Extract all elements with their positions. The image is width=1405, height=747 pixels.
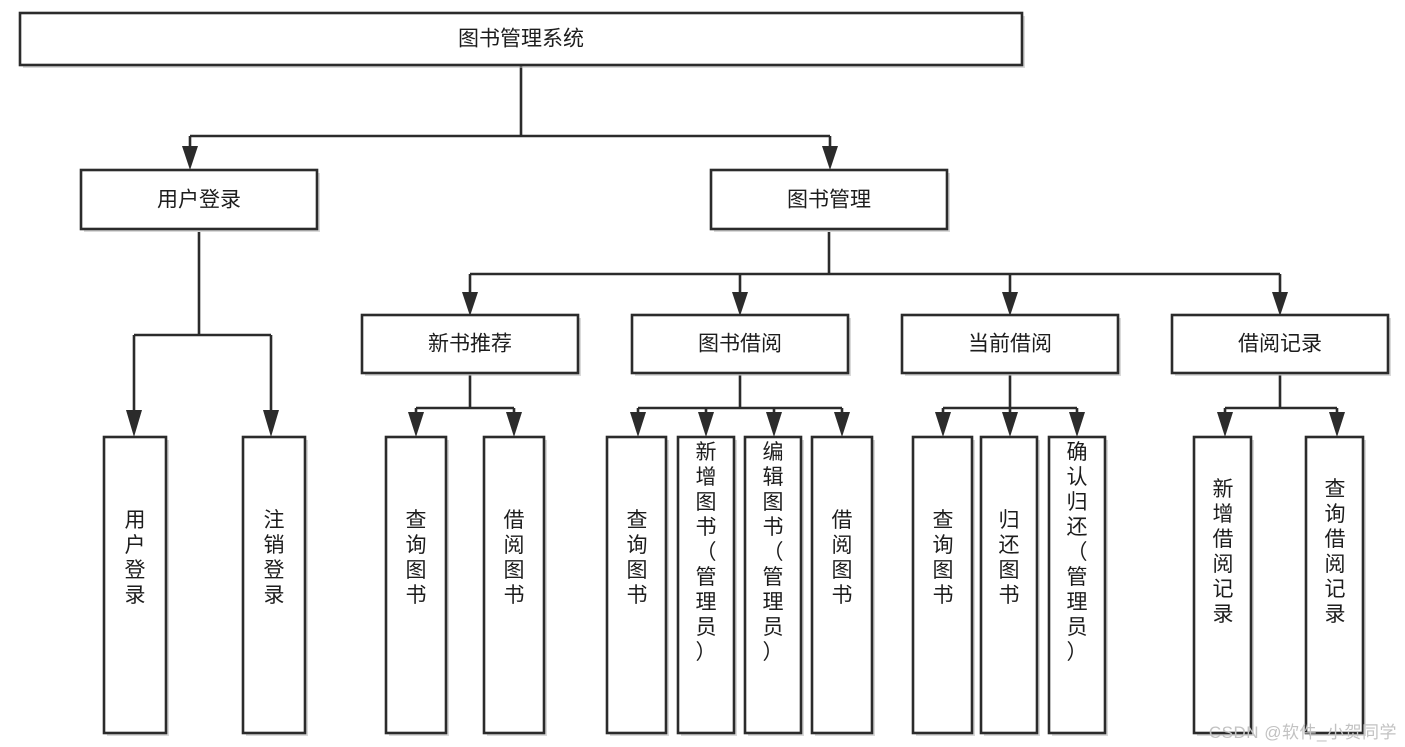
node-nbr-label: 新书推荐: [428, 333, 512, 356]
node-br-label: 借阅记录: [1238, 333, 1322, 356]
leaf-13-rect: [1304, 435, 1365, 735]
node-current-borrow[interactable]: 当前借阅: [900, 313, 1121, 376]
node-leaf-return-book[interactable]: 归还图书: [979, 435, 1040, 736]
node-leaf-query-book-1[interactable]: 查询图书: [384, 435, 449, 736]
leaf-5-rect: [605, 435, 668, 735]
node-leaf-user-logout[interactable]: 注销登录: [241, 435, 308, 736]
node-borrow-record[interactable]: 借阅记录: [1170, 313, 1391, 376]
node-leaf-confirm-return[interactable]: 确认归还（管理员）: [1047, 435, 1108, 736]
leaf-12-rect: [1192, 435, 1253, 735]
arrow-head-leaf-query-book-3: [935, 412, 951, 437]
csdn-watermark: CSDN @软件_小贺同学: [1208, 723, 1397, 742]
leaf-8-rect: [810, 435, 874, 735]
arrow-head-book-manage: [822, 146, 838, 170]
node-leaf-borrow-book-2[interactable]: 借阅图书: [810, 435, 875, 736]
node-leaf-edit-book[interactable]: 编辑图书（管理员）: [743, 435, 804, 736]
node-book-manage-label: 图书管理: [787, 189, 871, 212]
node-book-borrow[interactable]: 图书借阅: [630, 313, 851, 376]
node-leaf-query-record[interactable]: 查询借阅记录: [1304, 435, 1366, 736]
leaf-10-label: 归还图书: [999, 509, 1020, 607]
leaf-1-label: 用户登录: [125, 509, 146, 607]
leaf-8-label: 借阅图书: [832, 509, 853, 607]
arrow-head-leaf-user-logout: [263, 410, 279, 437]
node-leaf-query-book-2[interactable]: 查询图书: [605, 435, 669, 736]
node-br-rect: [1170, 313, 1390, 375]
arrow-head-leaf-query-record: [1329, 412, 1345, 437]
arrow-head-leaf-user-login: [126, 410, 142, 437]
node-leaf-query-book-3[interactable]: 查询图书: [911, 435, 975, 736]
node-leaf-add-record[interactable]: 新增借阅记录: [1192, 435, 1254, 736]
leaf-6-label: 新增图书（管理员）: [696, 441, 717, 664]
leaf-3-rect: [384, 435, 448, 735]
arrow-head-current-borrow: [1002, 292, 1018, 316]
leaf-10-rect: [979, 435, 1039, 735]
arrow-head-leaf-edit-book: [766, 412, 782, 437]
arrow-head-leaf-borrow-book-1: [506, 412, 522, 437]
node-book-manage[interactable]: 图书管理: [709, 168, 950, 232]
node-leaf-add-book[interactable]: 新增图书（管理员）: [676, 435, 737, 736]
arrow-head-new-book-recommend: [462, 292, 478, 316]
leaf-11-rect: [1047, 435, 1107, 735]
leaf-6-rect: [676, 435, 736, 735]
node-cb-label: 当前借阅: [968, 333, 1052, 356]
leaf-5-label: 查询图书: [627, 509, 648, 607]
node-new-book-recommend[interactable]: 新书推荐: [360, 313, 581, 376]
arrow-head-leaf-confirm-return: [1069, 412, 1085, 437]
node-root-label: 图书管理系统: [458, 28, 584, 51]
node-user-login-rect: [79, 168, 319, 231]
leaf-2-rect: [241, 435, 307, 735]
arrow-head-leaf-query-book-1: [408, 412, 424, 437]
node-root[interactable]: 图书管理系统: [18, 11, 1025, 68]
arrow-head-book-borrow: [732, 292, 748, 316]
leaf-9-rect: [911, 435, 974, 735]
leaf-11-label: 确认归还（管理员）: [1067, 441, 1088, 664]
leaf-1-rect: [102, 435, 168, 735]
node-bb-rect: [630, 313, 850, 375]
leaf-13-label: 查询借阅记录: [1325, 478, 1346, 626]
node-nbr-rect: [360, 313, 580, 375]
leaf-12-label: 新增借阅记录: [1213, 478, 1234, 626]
node-root-rect: [18, 11, 1024, 67]
leaf-3-label: 查询图书: [406, 509, 427, 607]
arrow-head-user-login: [182, 146, 198, 170]
node-leaf-user-login[interactable]: 用户登录: [102, 435, 169, 736]
node-bb-label: 图书借阅: [698, 333, 782, 356]
leaf-2-label: 注销登录: [264, 509, 285, 607]
connector-layer: [126, 66, 1345, 437]
leaf-7-label: 编辑图书（管理员）: [763, 441, 784, 664]
leaf-4-rect: [482, 435, 546, 735]
node-user-login[interactable]: 用户登录: [79, 168, 320, 232]
node-leaf-borrow-book-1[interactable]: 借阅图书: [482, 435, 547, 736]
leaf-7-rect: [743, 435, 803, 735]
leaf-4-label: 借阅图书: [504, 509, 525, 607]
node-book-manage-rect: [709, 168, 949, 231]
arrow-head-leaf-return-book: [1002, 412, 1018, 437]
arrow-head-leaf-query-book-2: [630, 412, 646, 437]
arrow-head-leaf-borrow-book-2: [834, 412, 850, 437]
arrow-head-leaf-add-book: [698, 412, 714, 437]
node-cb-rect: [900, 313, 1120, 375]
node-user-login-label: 用户登录: [157, 189, 241, 212]
arrow-head-leaf-add-record: [1217, 412, 1233, 437]
arrow-head-borrow-record: [1272, 292, 1288, 316]
leaf-9-label: 查询图书: [933, 509, 954, 607]
